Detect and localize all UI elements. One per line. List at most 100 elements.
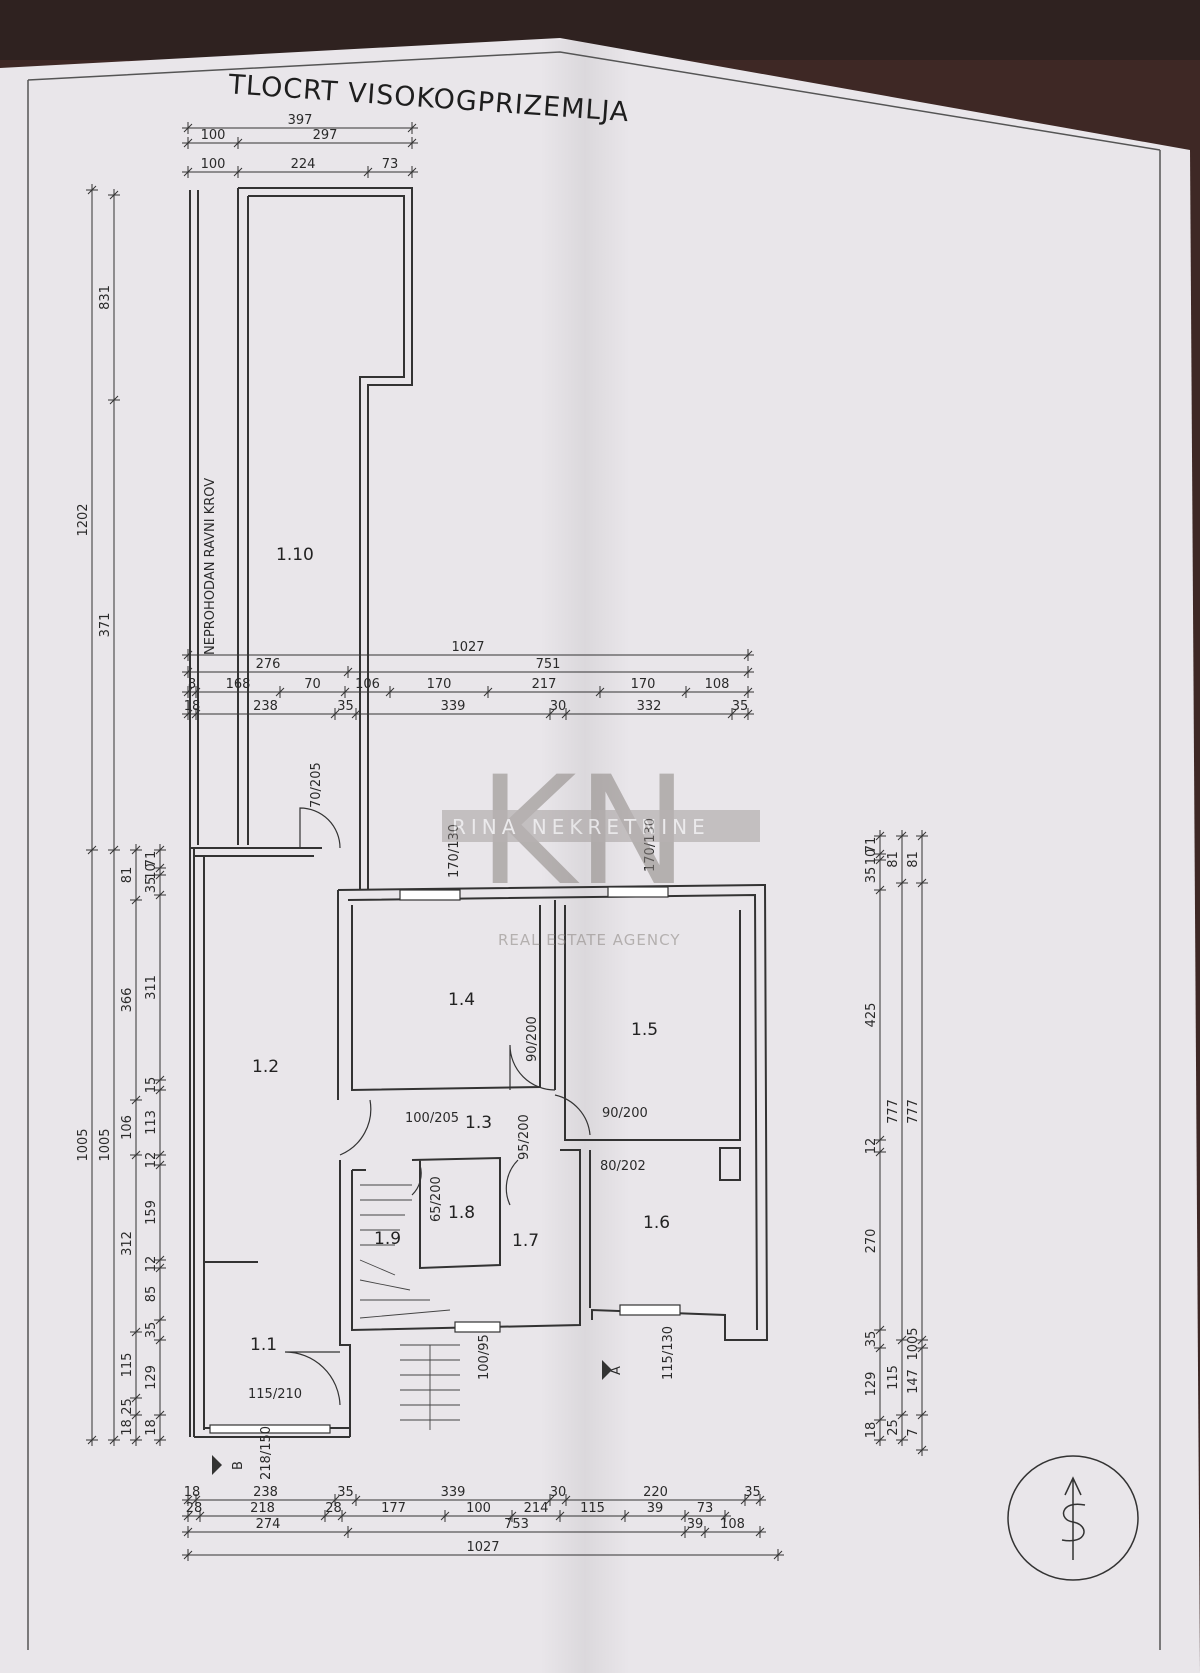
room-1-10: 1.10 bbox=[276, 545, 314, 565]
right-dimension: 129 bbox=[864, 1372, 879, 1397]
section-mark-b: B bbox=[231, 1461, 246, 1470]
room-1-9: 1.9 bbox=[374, 1229, 401, 1249]
bottom-dimension: 238 bbox=[253, 1485, 278, 1500]
room-1-6: 1.6 bbox=[643, 1213, 670, 1233]
middle-dimension: 70 bbox=[304, 677, 321, 692]
middle-dimension: 35 bbox=[732, 699, 749, 714]
left-dimension: 35 bbox=[144, 1322, 159, 1339]
middle-dimension: 168 bbox=[226, 677, 251, 692]
right-dimension: 25 bbox=[886, 1419, 901, 1436]
opening-label: 100/205 bbox=[405, 1111, 459, 1126]
watermark-tagline: REAL ESTATE AGENCY bbox=[498, 931, 680, 949]
middle-dimension: 106 bbox=[355, 677, 380, 692]
left-dimension: 81 bbox=[120, 867, 135, 884]
left-dimension: 15 bbox=[144, 1077, 159, 1094]
opening-labels: 70/205 170/130 170/130 90/200 90/200 100… bbox=[248, 762, 676, 1480]
right-dimension: 81 bbox=[906, 851, 921, 868]
left-dimension: 159 bbox=[144, 1200, 159, 1225]
left-dimension: 1005 bbox=[76, 1128, 91, 1161]
middle-dimension: 339 bbox=[441, 699, 466, 714]
bottom-dimension: 108 bbox=[720, 1517, 745, 1532]
right-dimension: 270 bbox=[864, 1229, 879, 1254]
left-dimension: 113 bbox=[144, 1110, 159, 1135]
bottom-dimension: 115 bbox=[580, 1501, 605, 1516]
right-dimension: 18 bbox=[864, 1422, 879, 1439]
middle-dimension: 217 bbox=[532, 677, 557, 692]
room-1-3: 1.3 bbox=[465, 1113, 492, 1133]
bottom-dimension: 39 bbox=[687, 1517, 704, 1532]
middle-dimension: 18 bbox=[184, 699, 201, 714]
bottom-dimension: 28 bbox=[186, 1501, 203, 1516]
left-dimension: 85 bbox=[144, 1286, 159, 1303]
door-swings bbox=[284, 807, 591, 1406]
bottom-dimension: 28 bbox=[325, 1501, 342, 1516]
left-dimension: 1005 bbox=[98, 1128, 113, 1161]
bottom-dimension: 39 bbox=[647, 1501, 664, 1516]
bottom-dimension: 339 bbox=[441, 1485, 466, 1500]
middle-dimension: 30 bbox=[550, 699, 567, 714]
room-1-8: 1.8 bbox=[448, 1203, 475, 1223]
watermark-monogram: KN bbox=[478, 745, 689, 919]
opening-label: 115/130 bbox=[661, 1326, 676, 1380]
room-1-2: 1.2 bbox=[252, 1057, 279, 1077]
right-dimension: 7 bbox=[906, 1428, 921, 1436]
left-dimension: 106 bbox=[120, 1115, 135, 1140]
middle-dimension: 8 bbox=[188, 677, 196, 692]
windows bbox=[209, 886, 681, 1434]
opening-label: 90/200 bbox=[602, 1106, 648, 1121]
bottom-dimension: 18 bbox=[184, 1485, 201, 1500]
opening-label: 170/130 bbox=[447, 824, 462, 878]
left-dimension: 35 bbox=[144, 877, 159, 894]
right-dimension: 71 bbox=[864, 837, 879, 854]
walls bbox=[189, 187, 769, 1438]
left-dimension: 71 bbox=[144, 851, 159, 868]
bottom-dimension: 35 bbox=[337, 1485, 354, 1500]
opening-label: 100/95 bbox=[477, 1334, 492, 1380]
left-dimension: 18 bbox=[144, 1419, 159, 1436]
right-dimension: 35 bbox=[864, 1331, 879, 1348]
room-1-5: 1.5 bbox=[631, 1020, 658, 1040]
room-1-1: 1.1 bbox=[250, 1335, 277, 1355]
top-dimension: 100 bbox=[201, 128, 226, 143]
top-dimension: 73 bbox=[382, 157, 399, 172]
right-dimension: 115 bbox=[886, 1365, 901, 1390]
bottom-dimension: 73 bbox=[697, 1501, 714, 1516]
middle-dimension: 751 bbox=[536, 657, 561, 672]
bottom-dimension: 100 bbox=[466, 1501, 491, 1516]
left-dimension: 312 bbox=[120, 1231, 135, 1256]
opening-label: 70/205 bbox=[309, 762, 324, 808]
right-dimension: 147 bbox=[906, 1369, 921, 1394]
middle-dimension: 238 bbox=[253, 699, 278, 714]
left-dimension: 25 bbox=[120, 1398, 135, 1415]
top-dimension: 224 bbox=[291, 157, 316, 172]
left-dimension: 371 bbox=[98, 613, 113, 638]
opening-label: 170/130 bbox=[643, 818, 658, 872]
watermark: KN RINA NEKRETNINE REAL ESTATE AGENCY bbox=[442, 745, 760, 949]
right-dimension: 10 bbox=[864, 849, 879, 866]
bottom-dimension: 274 bbox=[256, 1517, 281, 1532]
section-mark-a: A bbox=[609, 1366, 624, 1375]
middle-dimension: 108 bbox=[705, 677, 730, 692]
top-dimension: 297 bbox=[313, 128, 338, 143]
right-dimension: 35 bbox=[864, 867, 879, 884]
middle-dimension: 35 bbox=[337, 699, 354, 714]
bottom-dimension: 177 bbox=[381, 1501, 406, 1516]
right-dimension: 1005 bbox=[906, 1327, 921, 1360]
watermark-brand: RINA NEKRETNINE bbox=[452, 815, 710, 839]
left-dimension: 831 bbox=[98, 285, 113, 310]
bottom-dimension: 220 bbox=[643, 1485, 668, 1500]
bottom-dimension: 30 bbox=[550, 1485, 567, 1500]
room-1-4: 1.4 bbox=[448, 990, 475, 1010]
right-dimension: 425 bbox=[864, 1003, 879, 1028]
right-dimension: 12 bbox=[864, 1138, 879, 1155]
opening-label: 90/200 bbox=[525, 1016, 540, 1062]
middle-dimension: 276 bbox=[256, 657, 281, 672]
opening-label: 218/150 bbox=[259, 1426, 274, 1480]
stairs bbox=[359, 1184, 460, 1430]
left-dimension: 12 bbox=[144, 1152, 159, 1169]
left-dimension: 10 bbox=[144, 863, 159, 880]
opening-label: 115/210 bbox=[248, 1387, 302, 1402]
left-dimension: 311 bbox=[144, 975, 159, 1000]
